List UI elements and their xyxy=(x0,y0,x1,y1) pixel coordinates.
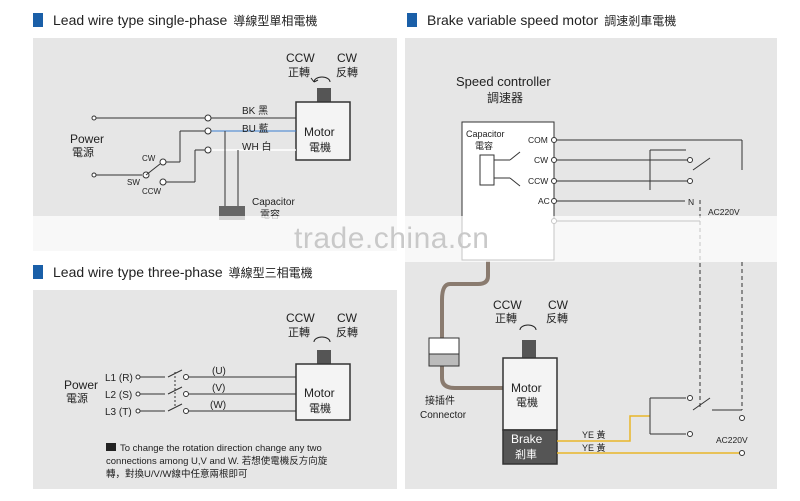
v-label: (V) xyxy=(212,383,225,394)
header-marker-icon xyxy=(33,265,43,279)
l1-label: L1 (R) xyxy=(105,373,133,384)
three-phase-header: Lead wire type three-phase 導線型三相電機 xyxy=(33,264,313,281)
cw-label-cn: 反轉 xyxy=(336,66,358,79)
brake-motor-label-cn: 電機 xyxy=(516,395,538,409)
motor-cable xyxy=(440,260,503,390)
wh-label: WH 白 xyxy=(242,140,271,153)
header-marker-icon xyxy=(33,13,43,27)
rotation-arrow-icon xyxy=(313,336,331,343)
brake-label: Brake xyxy=(511,432,543,446)
brake-box xyxy=(502,429,558,465)
ccw-terminal-label: CCW xyxy=(528,176,548,186)
motor-box xyxy=(295,101,351,161)
ccw-label-3p: CCW xyxy=(286,311,315,325)
cw-label-3p: CW xyxy=(337,311,358,325)
header-marker-icon xyxy=(407,13,417,27)
bk-label: BK 黑 xyxy=(242,105,268,117)
motor-label-cn: 電機 xyxy=(309,140,331,154)
motor-label: Motor xyxy=(304,125,335,139)
controller-capacitor-symbol xyxy=(479,154,495,186)
ccw-label-3p-cn: 正轉 xyxy=(288,326,310,339)
ye-wire-1 xyxy=(557,415,650,442)
cw-label: CW xyxy=(337,51,358,65)
cw-label-3p-cn: 反轉 xyxy=(336,326,358,339)
watermark-band xyxy=(0,216,800,262)
note-line-1: To change the rotation direction change … xyxy=(120,443,322,454)
cw-label-brake: CW xyxy=(548,298,569,312)
motor-box-3p xyxy=(295,363,351,421)
brake-motor-panel xyxy=(405,38,777,489)
brake-label-cn: 剎車 xyxy=(515,447,537,461)
motor-shaft xyxy=(317,88,331,102)
brake-motor-title-cn: 調速剎車電機 xyxy=(604,14,677,28)
rotation-arrow-icon xyxy=(313,76,331,83)
single-phase-title: Lead wire type single-phase xyxy=(53,12,228,28)
ccw-label-brake-cn: 正轉 xyxy=(495,312,517,325)
connector-lower xyxy=(428,353,460,367)
connector-label: Connector xyxy=(420,410,467,421)
note-bullet-icon xyxy=(106,443,116,451)
brake-motor-label: Motor xyxy=(511,381,542,395)
three-phase-title-cn: 導線型三相電機 xyxy=(228,266,313,280)
connector-upper xyxy=(428,337,460,355)
motor-label-3p-cn: 電機 xyxy=(309,401,331,415)
w-label: (W) xyxy=(210,400,226,411)
ccw-label-cn: 正轉 xyxy=(288,66,310,79)
single-phase-title-cn: 導線型單相電機 xyxy=(233,14,318,28)
brake-motor-header: Brake variable speed motor 調速剎車電機 xyxy=(407,12,676,29)
capacitor-label: Capacitor xyxy=(252,197,295,208)
single-phase-header: Lead wire type single-phase 導線型單相電機 xyxy=(33,12,317,29)
controller-capacitor-label: Capacitor xyxy=(466,129,505,139)
ccw-label: CCW xyxy=(286,51,315,65)
power-label: Power xyxy=(70,132,104,146)
ac-terminal-label: AC xyxy=(538,196,550,206)
ccw-label-brake: CCW xyxy=(493,298,522,312)
three-phase-title: Lead wire type three-phase xyxy=(53,264,223,280)
switch-ccw-label: CCW xyxy=(142,187,162,196)
ac220-bottom-label: AC220V xyxy=(716,435,748,445)
power-label-3p: Power xyxy=(64,378,98,392)
brake-motor-title: Brake variable speed motor xyxy=(427,12,599,28)
note-line-3: 轉，對換U/V/W線中任意兩根即可 xyxy=(106,468,247,480)
cw-terminal-label: CW xyxy=(534,155,548,165)
controller-label-cn: 調速器 xyxy=(487,91,523,105)
l3-label: L3 (T) xyxy=(105,407,132,418)
watermark-text: trade.china.cn xyxy=(294,222,490,255)
controller-capacitor-label-cn: 電容 xyxy=(475,140,493,151)
bu-label: BU 藍 xyxy=(242,122,269,135)
motor-label-3p: Motor xyxy=(304,386,335,400)
n-terminal-label: N xyxy=(688,197,694,207)
u-label: (U) xyxy=(212,366,226,377)
motor-shaft-3p xyxy=(317,350,331,364)
com-terminal-label: COM xyxy=(528,135,548,145)
connector-label-cn: 接插件 xyxy=(425,394,455,407)
note-line-2: connections among U,V and W. 若想使電機反方向旋 xyxy=(106,455,328,467)
switch-cw-label: CW xyxy=(142,154,156,163)
power-label-3p-cn: 電源 xyxy=(66,391,88,405)
cw-label-brake-cn: 反轉 xyxy=(546,312,568,325)
ye-label-2: YE 黃 xyxy=(582,442,606,453)
power-label-cn: 電源 xyxy=(72,145,94,159)
l2-label: L2 (S) xyxy=(105,390,132,401)
brake-motor-shaft xyxy=(522,340,536,358)
ac220-top-label: AC220V xyxy=(708,207,740,217)
ye-label-1: YE 黃 xyxy=(582,429,606,440)
controller-label: Speed controller xyxy=(456,74,551,89)
rotation-arrow-icon xyxy=(519,324,537,331)
switch-sw-label: SW xyxy=(127,178,140,187)
